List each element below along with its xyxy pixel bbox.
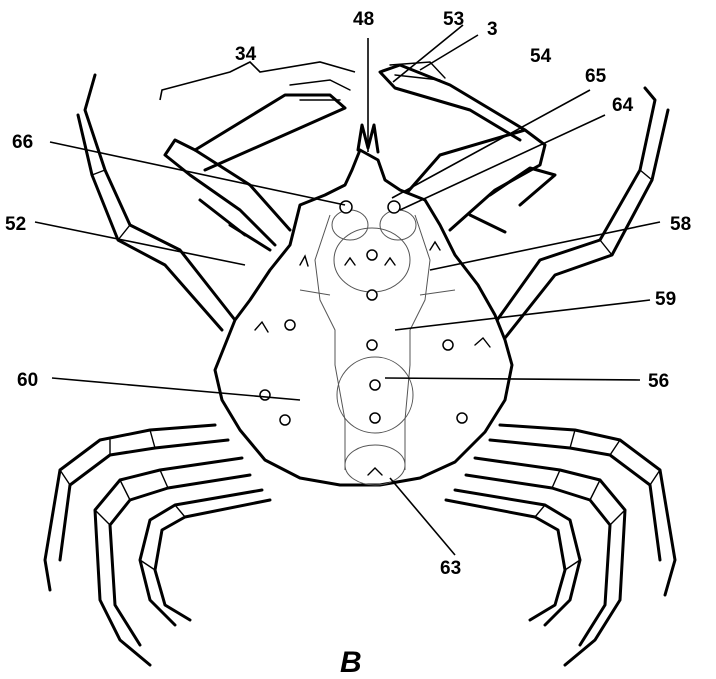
walking-legs-left (45, 425, 270, 665)
label-48: 48 (353, 9, 374, 30)
label-58: 58 (670, 214, 691, 235)
label-56: 56 (648, 371, 669, 392)
label-60: 60 (17, 370, 38, 391)
label-63: 63 (440, 558, 461, 579)
label-59: 59 (655, 289, 676, 310)
walking-legs-right (446, 425, 675, 665)
label-3: 3 (487, 19, 498, 40)
label-52: 52 (5, 214, 26, 235)
label-34: 34 (235, 44, 257, 65)
label-53: 53 (443, 9, 464, 30)
label-66: 66 (12, 132, 33, 153)
label-65: 65 (585, 66, 607, 87)
label-64: 64 (612, 95, 634, 116)
panel-label: B (340, 646, 362, 679)
label-54: 54 (530, 46, 552, 67)
